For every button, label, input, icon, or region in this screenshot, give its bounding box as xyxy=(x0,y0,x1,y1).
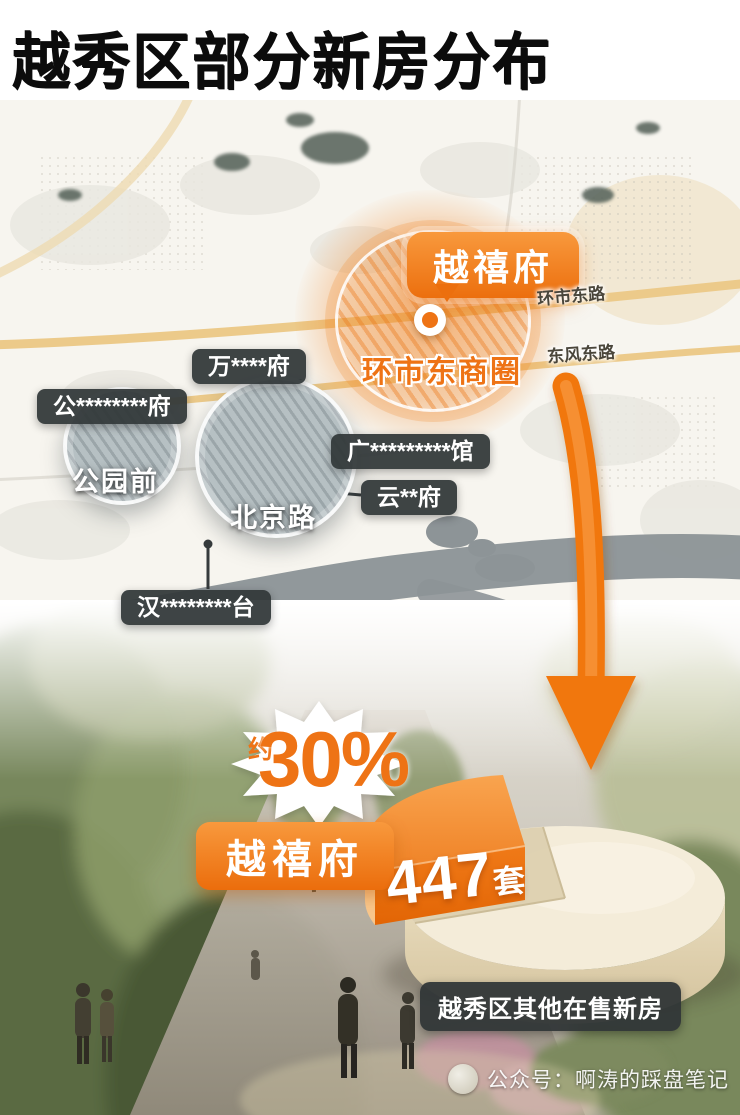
project-label-wan: 万****府 xyxy=(192,349,306,385)
other-newhomes-label: 越秀区其他在售新房 xyxy=(420,982,681,1031)
business-circle-label: 环市东商圈 xyxy=(362,356,522,389)
park-blobs xyxy=(58,113,660,203)
project-label-yun: 云**府 xyxy=(361,480,457,516)
approx-label: 约 xyxy=(248,736,274,764)
station-label-gongyuanqian: 公园前 xyxy=(72,467,159,497)
watermark-text: 公众号：啊涛的踩盘笔记 xyxy=(487,1069,729,1092)
pie-slice-hero xyxy=(365,775,526,925)
hero-project-label: 越禧府 xyxy=(407,232,580,302)
pedestrians xyxy=(75,950,415,1078)
project-label-guang: 广*********馆 xyxy=(331,434,490,470)
units-unit-label: 套 xyxy=(491,861,527,901)
watermark-avatar-icon xyxy=(448,1064,478,1094)
project-label-gong: 公********府 xyxy=(37,389,187,425)
beijinglu-circle xyxy=(195,376,357,538)
starburst-icon xyxy=(231,701,407,827)
units-number: 447 xyxy=(382,839,496,920)
units-value: 447套 xyxy=(383,835,528,920)
map-pin xyxy=(414,304,446,336)
page-title: 越秀区部分新房分布 xyxy=(12,27,553,97)
map-graphic xyxy=(0,100,740,660)
road-label-dongfengdong: 东风东路 xyxy=(546,342,616,367)
watermark: 公众号：啊涛的踩盘笔记 xyxy=(448,1064,729,1094)
project-label-han: 汉********台 xyxy=(121,590,271,626)
station-label-beijinglu: 北京路 xyxy=(230,503,317,533)
hero-project-stat-label: 越禧府 xyxy=(196,822,394,890)
percent-value: 30% xyxy=(258,715,410,803)
